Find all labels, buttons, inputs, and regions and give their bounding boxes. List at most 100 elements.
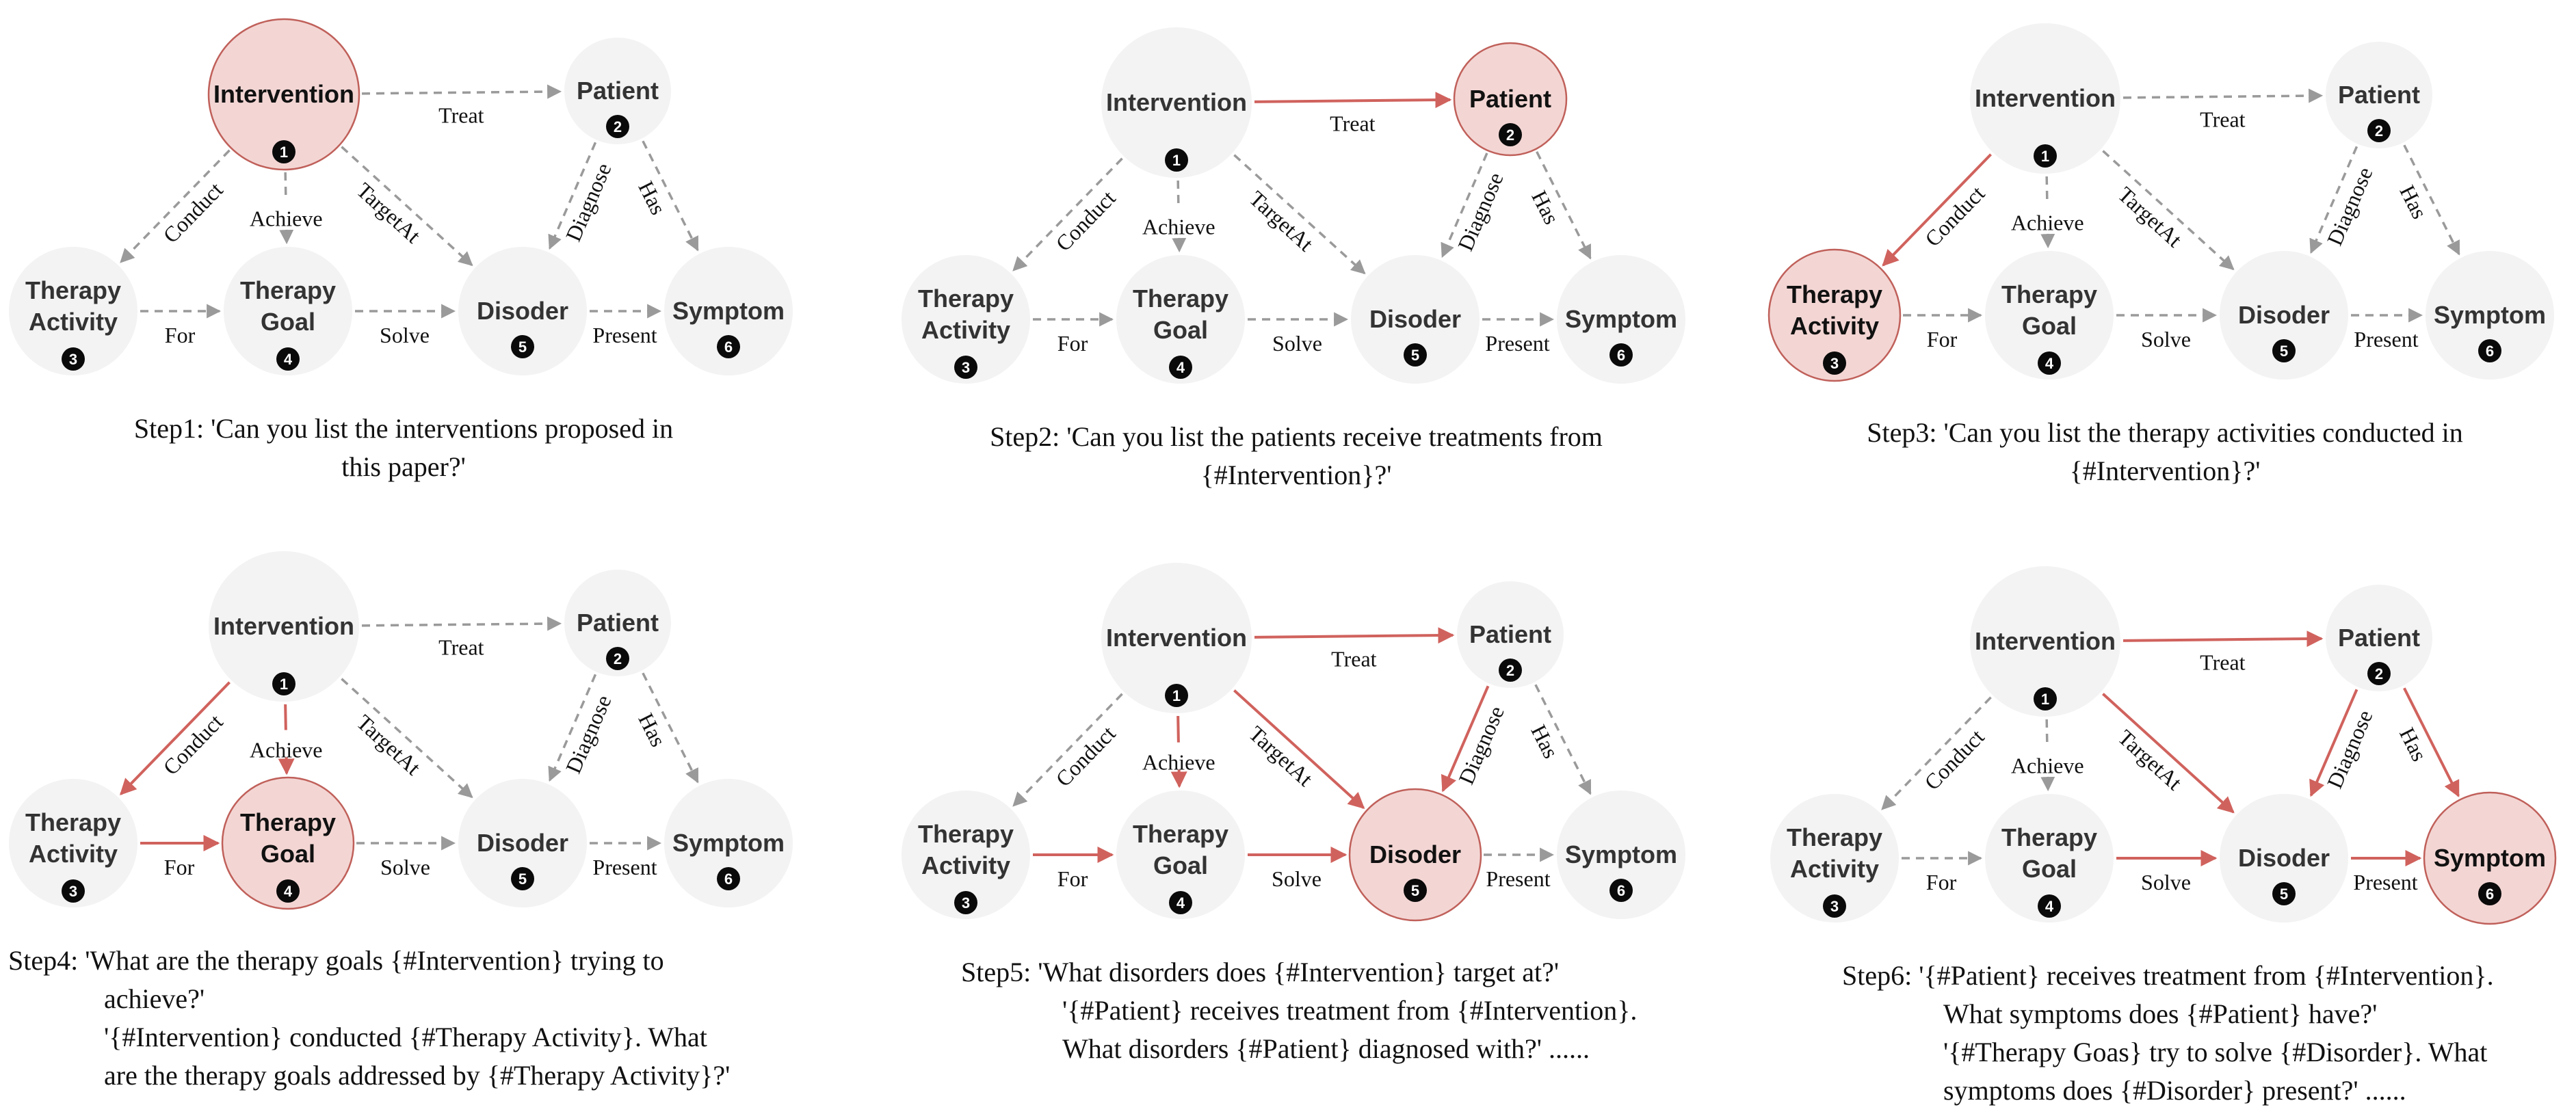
badge-circle — [272, 672, 295, 695]
caption-line: symptoms does {#Disorder} present?' ....… — [1943, 1075, 2406, 1106]
edge-label-treat: Treat — [1331, 646, 1376, 671]
number-badge: 6 — [717, 867, 740, 890]
badge-circle — [62, 347, 85, 371]
badge-number: 4 — [284, 351, 293, 368]
node-circle — [2423, 791, 2557, 925]
node-circle — [1101, 563, 1252, 713]
edge-conduct — [120, 149, 231, 263]
badge-circle — [1165, 148, 1188, 172]
node-label-line: Goal — [261, 308, 315, 336]
edge-label-present: Present — [2353, 870, 2417, 894]
badge-number: 3 — [1830, 355, 1839, 372]
caption-line: Step4: 'What are the therapy goals {#Int… — [8, 945, 664, 976]
badge-circle — [62, 879, 85, 903]
edge-label-for: For — [1926, 870, 1957, 894]
badge-number: 6 — [1617, 347, 1625, 364]
node-circle — [207, 18, 360, 171]
number-badge: 5 — [2272, 882, 2296, 905]
edge-label-treat: Treat — [1330, 111, 1375, 135]
number-badge: 6 — [717, 335, 740, 358]
number-badge: 4 — [2038, 894, 2061, 918]
node-patient: Patient 2 — [564, 570, 671, 676]
edge-label-achieve: Achieve — [250, 207, 323, 231]
caption-line: '{#Intervention} conducted {#Therapy Act… — [104, 1022, 707, 1052]
badge-number: 3 — [69, 351, 77, 368]
edge-conduct — [120, 681, 231, 795]
node-label: Disoder — [1369, 840, 1461, 868]
badge-circle — [606, 115, 629, 138]
badge-number: 5 — [518, 871, 527, 888]
edge-label-present: Present — [2354, 327, 2418, 351]
number-badge: 2 — [606, 647, 629, 670]
step-caption: Step5: 'What disorders does {#Interventi… — [961, 957, 1637, 1064]
node-label: Disoder — [1369, 305, 1461, 333]
node-label-line: Therapy — [25, 808, 121, 836]
node-label: Intervention — [1975, 627, 2116, 655]
badge-number: 4 — [2045, 898, 2054, 915]
edge-has — [642, 672, 699, 784]
node-label: Patient — [577, 609, 659, 637]
node-intervention: Intervention 1 — [1970, 23, 2120, 174]
node-label: Symptom — [1565, 840, 1677, 868]
number-badge: 4 — [276, 347, 300, 371]
node-circle — [458, 247, 587, 375]
node-circle — [2326, 42, 2432, 148]
node-symptom: Symptom 6 — [1557, 255, 1685, 384]
node-circle — [2426, 251, 2554, 380]
edge-label-backdrop — [1136, 207, 1222, 235]
node-label-line: Therapy — [2001, 823, 2097, 851]
edge-treat — [2122, 630, 2324, 648]
badge-number: 1 — [2041, 148, 2049, 165]
edge-label-backdrop — [2005, 202, 2090, 230]
edge-label-solve: Solve — [1272, 331, 1322, 356]
number-badge: 4 — [276, 879, 300, 903]
edge-label-for: For — [1057, 331, 1088, 356]
node-label-line: Therapy — [1787, 280, 1882, 308]
number-badge: 2 — [2367, 119, 2391, 142]
caption-line: are the therapy goals addressed by {#The… — [104, 1060, 730, 1091]
number-badge: 6 — [2478, 339, 2501, 362]
caption-line: '{#Patient} receives treatment from {#In… — [1062, 995, 1637, 1026]
number-badge: 6 — [2478, 882, 2501, 905]
node-circle — [1453, 42, 1568, 157]
edge-diagnose — [1441, 152, 1488, 258]
node-label-line: Symptom — [1565, 840, 1677, 868]
badge-number: 4 — [2045, 355, 2054, 372]
badge-number: 4 — [1177, 894, 1185, 912]
badge-number: 2 — [1506, 127, 1514, 144]
node-label-line: Intervention — [1975, 84, 2116, 112]
node-label-line: Patient — [2338, 624, 2420, 652]
node-label-line: Activity — [921, 316, 1010, 344]
caption-line: Step1: 'Can you list the interventions p… — [134, 413, 673, 444]
number-badge: 5 — [1404, 879, 1427, 902]
edge-has — [1534, 684, 1592, 795]
caption-line: {#Intervention}?' — [1201, 460, 1392, 490]
number-badge: 3 — [62, 347, 85, 371]
edge-diagnose — [2309, 689, 2358, 797]
node-label-line: Symptom — [1565, 305, 1677, 333]
badge-circle — [954, 356, 977, 379]
edge-targetat — [1233, 154, 1366, 275]
node-circle — [1985, 251, 2114, 380]
step-caption: Step2: 'Can you list the patients receiv… — [990, 421, 1603, 490]
badge-circle — [2272, 882, 2296, 905]
node-circle — [224, 247, 352, 375]
edge-treat — [2122, 88, 2324, 103]
